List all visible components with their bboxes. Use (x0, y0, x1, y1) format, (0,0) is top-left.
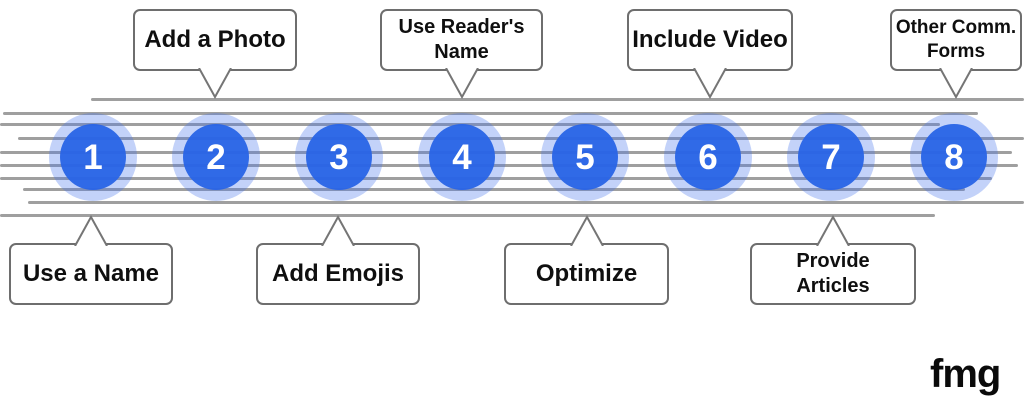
step-7-number: 7 (821, 137, 841, 177)
background-line (0, 151, 1012, 154)
callout-label: Include Video (632, 26, 788, 53)
step-8-halo: 8 (910, 113, 998, 201)
callout-pointer-down-icon (444, 68, 479, 99)
callout-pointer-up-icon (74, 215, 108, 246)
step-2-halo: 2 (172, 113, 260, 201)
step-3-circle: 3 (306, 124, 372, 190)
step-7-circle: 7 (798, 124, 864, 190)
step-5-circle: 5 (552, 124, 618, 190)
fmg-logo: fmg (930, 352, 1001, 396)
background-line (28, 201, 1024, 204)
background-line (18, 137, 1024, 140)
callout-label: Add Emojis (271, 260, 404, 287)
step-1-circle: 1 (60, 124, 126, 190)
background-line (23, 188, 965, 191)
callout-label: Optimize (535, 260, 638, 287)
callout-pointer-up-icon (321, 215, 355, 246)
callout-use-readers-name: Use Reader's Name (380, 9, 543, 99)
step-6-halo: 6 (664, 113, 752, 201)
callout-provide-articles: Provide Articles (750, 215, 916, 305)
step-7-halo: 7 (787, 113, 875, 201)
callout-pointer-down-icon (198, 68, 232, 99)
step-4-halo: 4 (418, 113, 506, 201)
background-line (91, 98, 1024, 101)
background-line (3, 112, 978, 115)
callout-label: Other Comm. Forms (895, 17, 1017, 62)
callout-pointer-up-icon (569, 215, 604, 246)
callout-add-emojis: Add Emojis (256, 215, 420, 305)
step-2-number: 2 (206, 137, 226, 177)
callout-use-a-name: Use a Name (9, 215, 173, 305)
callout-pointer-down-icon (939, 68, 973, 99)
background-line (0, 214, 935, 217)
step-5-number: 5 (575, 137, 595, 177)
callout-pointer-down-icon (693, 68, 727, 99)
callout-label: Add a Photo (144, 26, 286, 53)
callout-label: Use a Name (22, 260, 160, 287)
step-4-number: 4 (452, 137, 472, 177)
step-1-number: 1 (83, 137, 103, 177)
callout-include-video: Include Video (627, 9, 793, 99)
callout-optimize: Optimize (504, 215, 669, 305)
callout-add-a-photo: Add a Photo (133, 9, 297, 99)
callout-other-comm-forms: Other Comm. Forms (890, 9, 1022, 99)
callout-label: Provide Articles (796, 250, 870, 297)
step-3-number: 3 (329, 137, 349, 177)
step-4-circle: 4 (429, 124, 495, 190)
background-line (0, 164, 1018, 167)
step-5-halo: 5 (541, 113, 629, 201)
step-3-halo: 3 (295, 113, 383, 201)
step-2-circle: 2 (183, 124, 249, 190)
background-line (0, 177, 992, 180)
callout-pointer-up-icon (816, 215, 850, 246)
step-8-number: 8 (944, 137, 964, 177)
step-6-number: 6 (698, 137, 718, 177)
step-8-circle: 8 (921, 124, 987, 190)
callout-label: Use Reader's Name (398, 16, 525, 63)
step-1-halo: 1 (49, 113, 137, 201)
step-6-circle: 6 (675, 124, 741, 190)
